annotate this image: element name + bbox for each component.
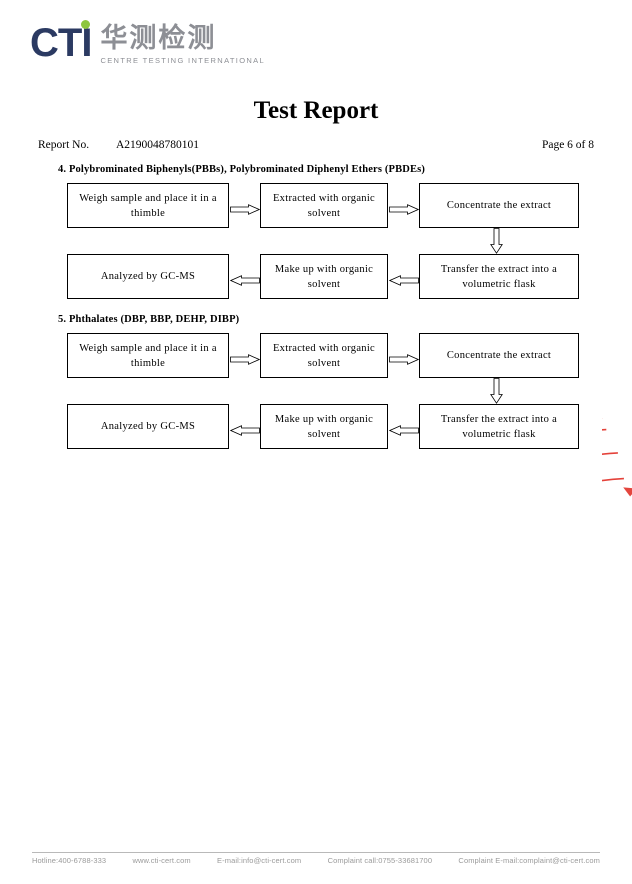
flow-step-weigh-sample: Weigh sample and place it in a thimble <box>67 183 229 228</box>
page-indicator: Page 6 of 8 <box>541 139 594 151</box>
flow-row-top: Weigh sample and place it in a thimble E… <box>67 183 579 254</box>
flow-step-concentrate-extract: Concentrate the extract <box>419 333 579 378</box>
flow-arrow-right-2-icon <box>389 204 419 215</box>
flow-arrow-left-2-icon <box>389 275 419 286</box>
footer-divider <box>32 852 600 853</box>
flow-arrow-right-1-icon <box>230 204 260 215</box>
logo-chinese-name: 华测检测 <box>100 23 217 54</box>
flow-step-extracted-solvent: Extracted with organic solvent <box>260 333 388 378</box>
flow-arrow-left-1-icon <box>230 275 260 286</box>
logo-mark-cti: CTI <box>30 20 92 65</box>
flow-step-label: Make up with organic solvent <box>274 413 374 440</box>
flow-step-extracted-solvent: Extracted with organic solvent <box>260 183 388 228</box>
flow-arrow-right-1-icon <box>230 354 260 365</box>
flow-row-bottom: Analyzed by GC-MS Make up with organic s… <box>67 254 579 299</box>
footer-email[interactable]: E-mail:info@cti-cert.com <box>217 856 302 865</box>
flow-step-label: Weigh sample and place it in a thimble <box>79 342 217 369</box>
flow-step-transfer-flask: Transfer the extract into a volumetric f… <box>419 404 579 449</box>
flow-step-label: Concentrate the extract <box>446 350 552 361</box>
logo-mark-text: CTI <box>30 21 92 65</box>
flow-step-label: Analyzed by GC-MS <box>100 421 196 432</box>
logo-text-block: 华测检测 CENTRE TESTING INTERNATIONAL <box>100 22 265 66</box>
flow-step-concentrate-extract: Concentrate the extract <box>419 183 579 228</box>
footer-complaint-email[interactable]: Complaint E-mail:complaint@cti-cert.com <box>458 856 600 865</box>
flow-arrow-down-icon <box>490 378 503 404</box>
footer-website[interactable]: www.cti-cert.com <box>132 856 191 865</box>
footer-hotline: Hotline:400-6788-333 <box>32 856 107 865</box>
flow-arrow-down-icon <box>490 228 503 254</box>
logo-tagline: CENTRE TESTING INTERNATIONAL <box>100 56 266 65</box>
flow-row-bottom: Analyzed by GC-MS Make up with organic s… <box>67 404 579 449</box>
flow-step-make-up-solvent: Make up with organic solvent <box>260 404 388 449</box>
page-footer: Hotline:400-6788-333 www.cti-cert.com E-… <box>32 856 600 865</box>
logo-green-dot-icon <box>81 20 91 29</box>
flow-step-label: Transfer the extract into a volumetric f… <box>440 263 558 290</box>
flow-row-top: Weigh sample and place it in a thimble E… <box>67 333 579 404</box>
flow-step-label: Weigh sample and place it in a thimble <box>79 192 217 219</box>
flow-step-label: Make up with organic solvent <box>274 263 374 290</box>
flow-step-make-up-solvent: Make up with organic solvent <box>260 254 388 299</box>
flow-step-analyzed-gcms: Analyzed by GC-MS <box>67 254 229 299</box>
flowchart-phthalates: Weigh sample and place it in a thimble E… <box>67 333 579 449</box>
report-no-value: A2190048780101 <box>116 139 200 151</box>
page-title: Test Report <box>253 97 379 124</box>
flow-step-label: Transfer the extract into a volumetric f… <box>440 413 558 440</box>
section-heading-phthalates: 5. Phthalates (DBP, BBP, DEHP, DIBP) <box>58 314 240 325</box>
flow-step-analyzed-gcms: Analyzed by GC-MS <box>67 404 229 449</box>
section-heading-pbb-pbde: 4. Polybrominated Biphenyls(PBBs), Polyb… <box>58 164 426 175</box>
company-logo: CTI 华测检测 CENTRE TESTING INTERNATIONAL <box>30 20 265 66</box>
flow-step-label: Concentrate the extract <box>446 200 552 211</box>
flow-arrow-right-2-icon <box>389 354 419 365</box>
flow-arrow-left-2-icon <box>389 425 419 436</box>
flow-step-weigh-sample: Weigh sample and place it in a thimble <box>67 333 229 378</box>
red-seal-stamp-fragment: 检测专用 <box>602 418 632 526</box>
flow-step-label: Extracted with organic solvent <box>272 342 376 369</box>
flow-step-label: Extracted with organic solvent <box>272 192 376 219</box>
flow-step-transfer-flask: Transfer the extract into a volumetric f… <box>419 254 579 299</box>
flow-arrow-left-1-icon <box>230 425 260 436</box>
svg-text:检测专用: 检测专用 <box>602 463 605 514</box>
footer-complaint-call: Complaint call:0755-33681700 <box>327 856 433 865</box>
flow-step-label: Analyzed by GC-MS <box>100 271 196 282</box>
flowchart-pbb-pbde: Weigh sample and place it in a thimble E… <box>67 183 579 299</box>
report-no-label: Report No. <box>38 139 90 151</box>
